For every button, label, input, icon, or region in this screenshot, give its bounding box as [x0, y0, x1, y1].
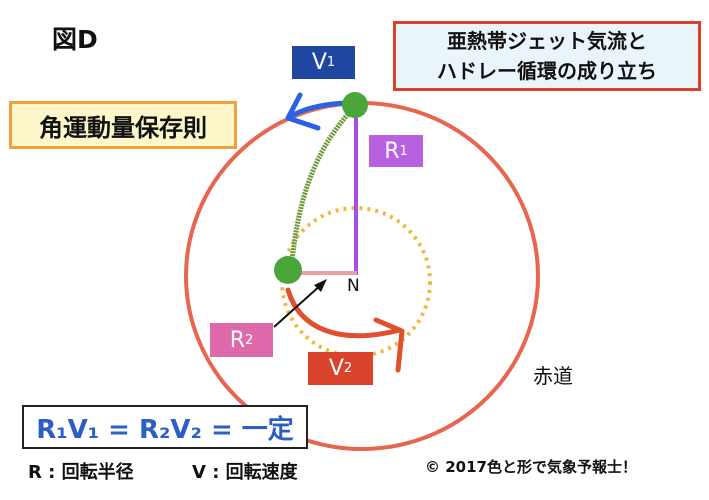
legend-v: V : 回転速度 [192, 462, 298, 483]
r2-pointer-arrowhead [314, 279, 327, 292]
trajectory-path [289, 110, 352, 263]
title-line-1: 亜熱帯ジェット気流と [447, 29, 647, 53]
equator-label: 赤道 [533, 364, 573, 388]
north-pole-label: N [347, 276, 360, 296]
r2-text: R [229, 327, 245, 353]
green-dot-high [342, 92, 368, 118]
legend-r: R : 回転半径 [28, 462, 134, 483]
equator-circle [184, 101, 540, 451]
v1-text: V [311, 50, 327, 75]
green-dot-low [274, 256, 302, 284]
title-line-2: ハドレー循環の成り立ち [437, 59, 657, 83]
circle-gap [404, 443, 421, 452]
r2-pointer-arrow [273, 283, 323, 328]
r2-sub: 2 [245, 332, 254, 348]
v2-sub: 2 [343, 361, 353, 376]
title-box: 亜熱帯ジェット気流と ハドレー循環の成り立ち [393, 21, 701, 91]
v2-arrow-icon [285, 287, 405, 373]
v1-sub: 1 [326, 55, 336, 70]
formula-box: R₁V₁ = R₂V₂ = 一定 [22, 405, 308, 449]
v1-arrow-icon [285, 92, 349, 131]
copyright: © 2017色と形で気象予報士！ [425, 458, 637, 476]
r1-text: R [384, 138, 400, 164]
v2-text: V [328, 356, 344, 381]
principle-label: 角運動量保存則 [9, 101, 237, 149]
figure-label: 図D [52, 25, 98, 54]
r1-sub: 1 [399, 143, 408, 159]
